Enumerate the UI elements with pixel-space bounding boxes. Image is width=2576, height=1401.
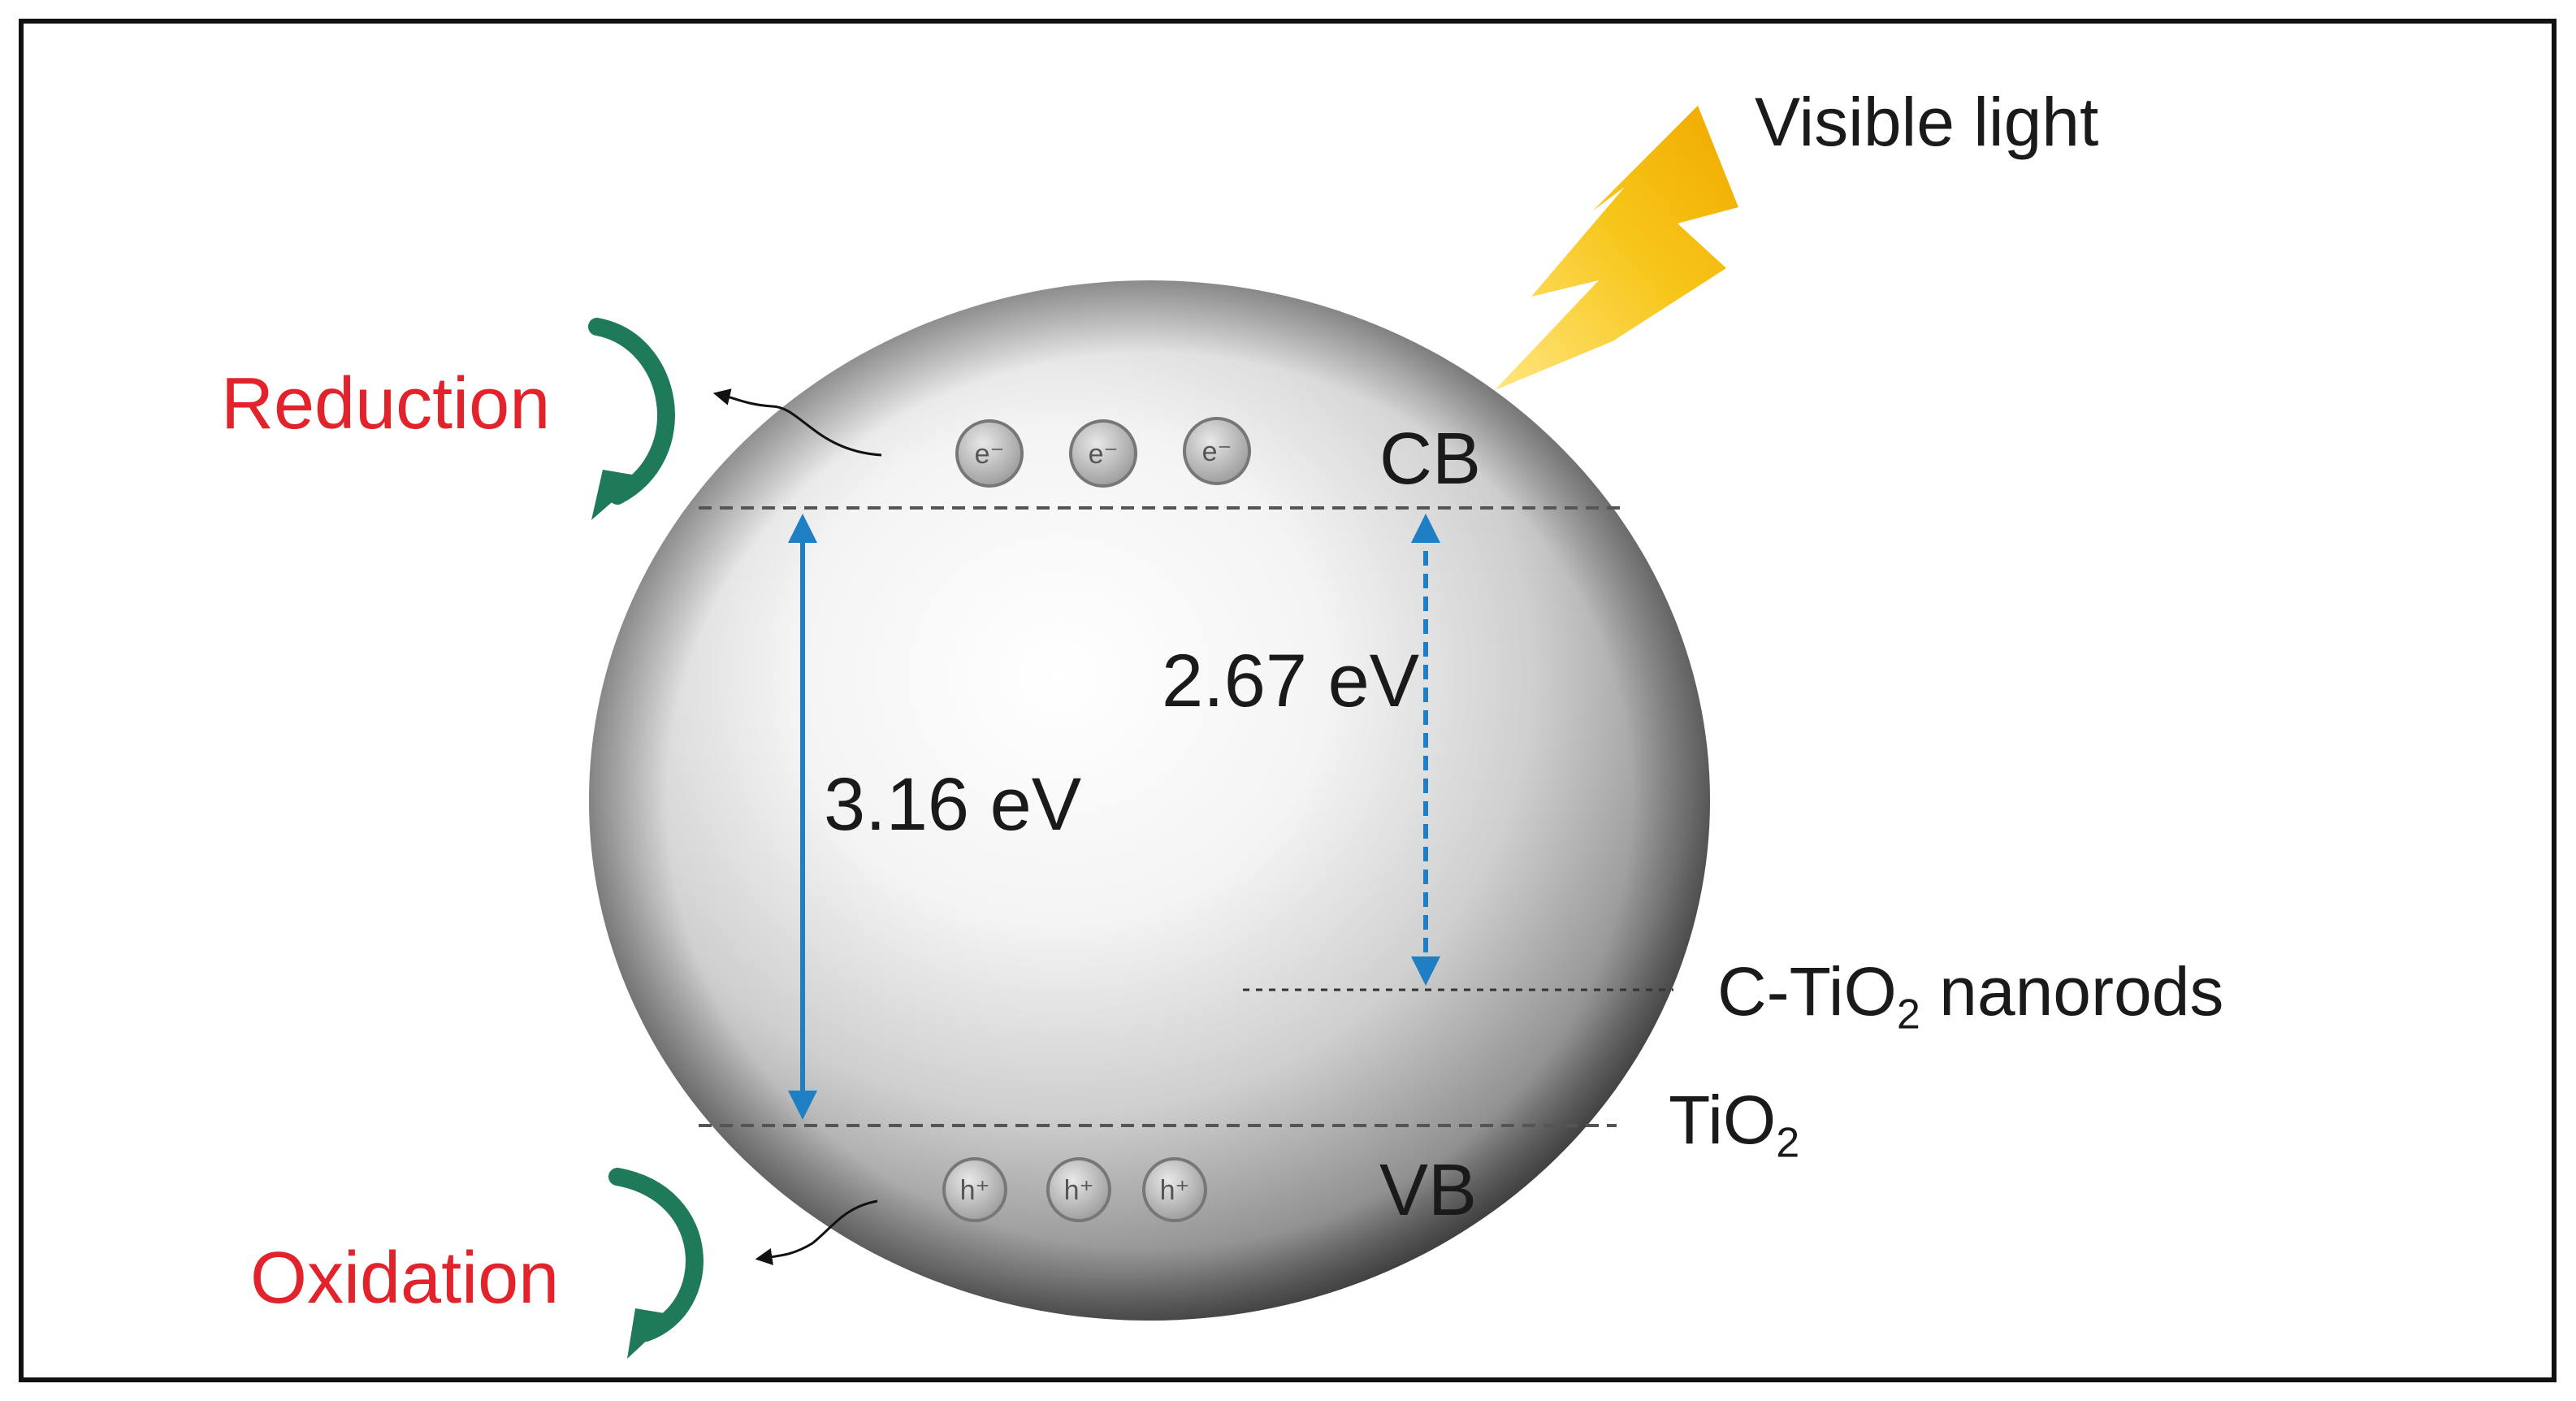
hole-dot — [1046, 1157, 1111, 1222]
electron-dot — [955, 419, 1024, 488]
oxidation-label: Oxidation — [250, 1238, 560, 1319]
electron-transfer-arrow — [712, 388, 882, 457]
valence-band-label: VB — [1379, 1150, 1478, 1231]
tio2-label: TiO2 — [1669, 1086, 1799, 1165]
electron-dot — [1069, 419, 1137, 488]
hole-transfer-arrow — [755, 1199, 878, 1265]
tio2-prefix: TiO — [1669, 1082, 1777, 1158]
electron-group: e⁻ e⁻ e⁻ — [955, 417, 1251, 488]
c-tio2-subscript: 2 — [1896, 991, 1920, 1039]
tio2-sphere — [589, 280, 1710, 1321]
reduction-label: Reduction — [221, 363, 551, 445]
c-tio2-prefix: C-TiO — [1717, 953, 1897, 1030]
reduction-cycle-arrow — [588, 318, 675, 520]
c-tio2-suffix: nanorods — [1920, 953, 2224, 1030]
hole-dot — [942, 1157, 1007, 1222]
c-tio2-bandgap-label: 2.67 eV — [1162, 640, 1420, 722]
lightning-icon — [1495, 106, 1738, 390]
hole-label: h⁺ — [960, 1175, 990, 1206]
hole-group: h⁺ h⁺ h⁺ — [942, 1157, 1207, 1222]
hole-label: h⁺ — [1160, 1175, 1190, 1206]
electron-dot — [1183, 417, 1251, 485]
oxidation-cycle-arrow — [608, 1168, 704, 1359]
hole-dot — [1142, 1157, 1207, 1222]
visible-light-label: Visible light — [1755, 84, 2099, 160]
electron-label: e⁻ — [975, 439, 1005, 470]
conduction-band-label: CB — [1379, 419, 1482, 500]
hole-label: h⁺ — [1064, 1175, 1094, 1206]
tio2-subscript: 2 — [1776, 1119, 1800, 1167]
electron-label: e⁻ — [1089, 439, 1119, 470]
c-tio2-nanorods-label: C-TiO2 nanorods — [1717, 957, 2223, 1036]
tio2-bandgap-label: 3.16 eV — [824, 763, 1082, 846]
electron-label: e⁻ — [1202, 436, 1232, 467]
